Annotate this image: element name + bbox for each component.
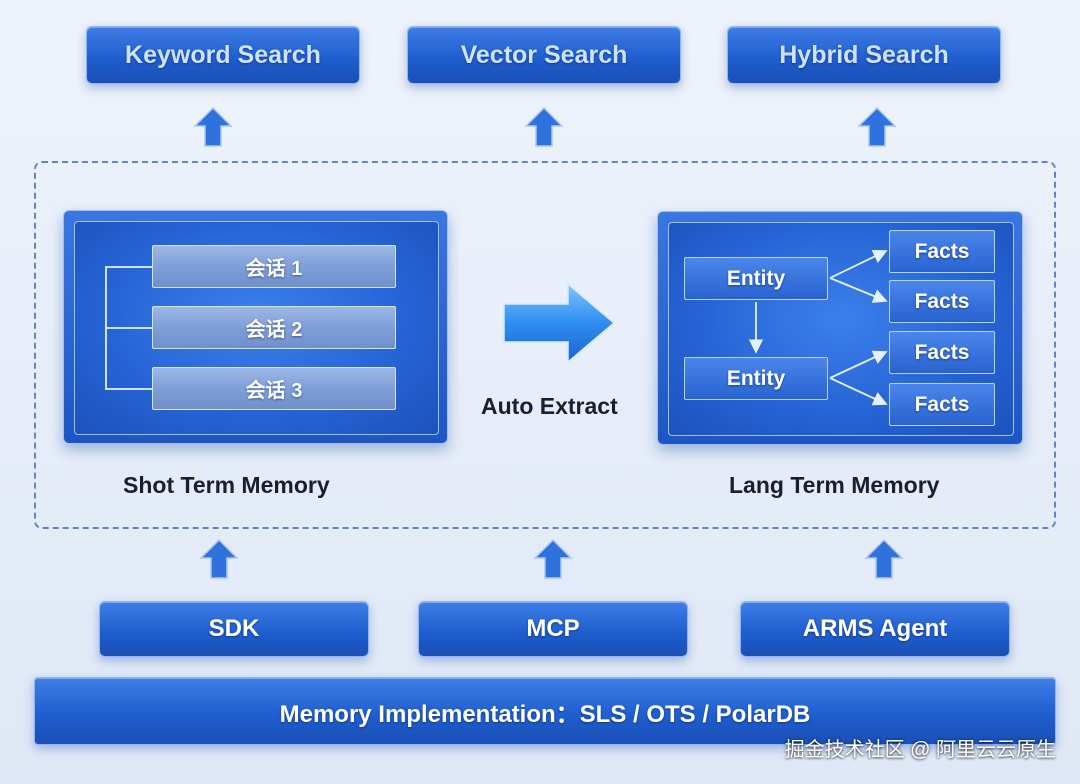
up-arrow-icon (199, 538, 239, 579)
short-term-memory-caption: Shot Term Memory (123, 472, 330, 498)
mcp-box: MCP (418, 601, 688, 657)
up-arrow-icon (857, 106, 897, 147)
sdk-box: SDK (99, 601, 369, 657)
entity-label: Entity (726, 366, 786, 390)
facts-label: Facts (914, 239, 970, 263)
entity-node-1: Entity (684, 257, 828, 300)
up-arrow-icon (193, 106, 233, 147)
session-label: 会话 3 (245, 380, 303, 402)
entity-label: Entity (726, 266, 786, 290)
hybrid-search-label: Hybrid Search (779, 40, 949, 69)
facts-label: Facts (914, 289, 970, 313)
entity-node-2: Entity (684, 357, 828, 400)
session-label: 会话 2 (245, 319, 303, 341)
long-term-memory-caption: Lang Term Memory (729, 472, 940, 498)
sdk-label: SDK (208, 615, 260, 642)
keyword-search-label: Keyword Search (125, 40, 321, 69)
memory-frame (34, 161, 1056, 529)
facts-node-3: Facts (889, 331, 995, 374)
facts-label: Facts (914, 392, 970, 416)
facts-node-2: Facts (889, 280, 995, 323)
auto-extract-label: Auto Extract (481, 393, 618, 419)
facts-node-4: Facts (889, 383, 995, 426)
vector-search-label: Vector Search (460, 40, 628, 69)
hybrid-search-box: Hybrid Search (727, 26, 1001, 84)
vector-search-box: Vector Search (407, 26, 681, 84)
up-arrow-icon (864, 538, 904, 579)
mcp-label: MCP (526, 615, 580, 642)
arms-agent-label: ARMS Agent (802, 615, 948, 642)
up-arrow-icon (524, 106, 564, 147)
memory-implementation-bar: Memory Implementation：SLS / OTS / PolarD… (34, 677, 1056, 745)
keyword-search-box: Keyword Search (86, 26, 360, 84)
session-item-3: 会话 3 (152, 367, 396, 410)
facts-node-1: Facts (889, 230, 995, 273)
memory-implementation-label: Memory Implementation：SLS / OTS / PolarD… (279, 700, 811, 728)
watermark-text: 掘金技术社区 @ 阿里云云原生 (784, 739, 1056, 761)
up-arrow-icon (533, 538, 573, 579)
arms-agent-box: ARMS Agent (740, 601, 1010, 657)
facts-label: Facts (914, 340, 970, 364)
session-item-2: 会话 2 (152, 306, 396, 349)
right-arrow-icon (503, 282, 616, 364)
session-label: 会话 1 (245, 258, 303, 280)
session-item-1: 会话 1 (152, 245, 396, 288)
